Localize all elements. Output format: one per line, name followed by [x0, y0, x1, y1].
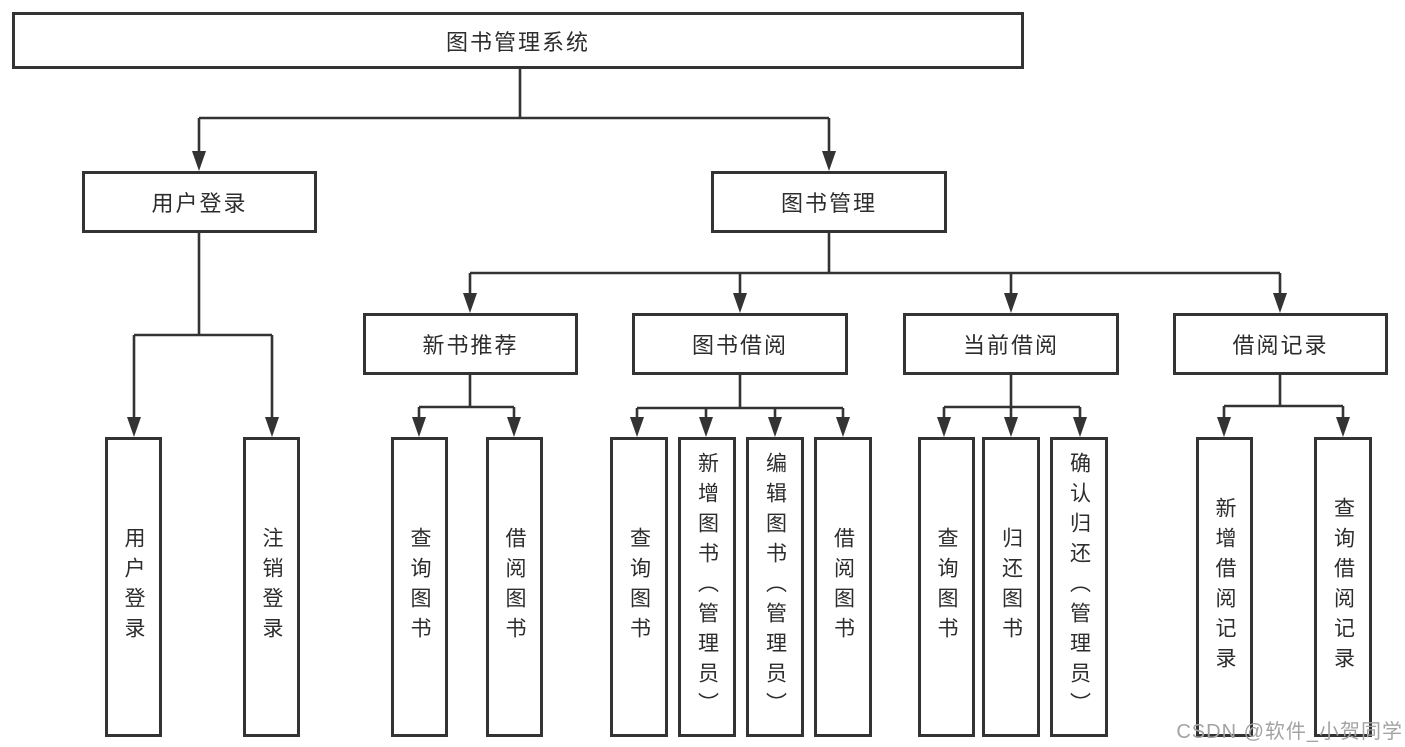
arrowhead-icon: [699, 417, 713, 437]
node-logout-leaf: 注销登录: [243, 437, 300, 737]
node-query-books-1: 查询图书: [391, 437, 448, 737]
arrowhead-icon: [1073, 417, 1087, 437]
arrowhead-icon: [733, 293, 747, 313]
node-new-book-recommend: 新书推荐: [363, 313, 578, 375]
node-book-borrowing: 图书借阅: [632, 313, 848, 375]
node-query-borrow-record: 查询借阅记录: [1314, 437, 1372, 737]
arrowhead-icon: [937, 417, 951, 437]
node-user-login-leaf: 用户登录: [105, 437, 162, 737]
arrowhead-icon: [1004, 293, 1018, 313]
arrowhead-icon: [412, 417, 426, 437]
arrowhead-icon: [768, 417, 782, 437]
arrowhead-icon: [1217, 417, 1231, 437]
arrowhead-icon: [127, 417, 141, 437]
arrowhead-icon: [822, 151, 836, 171]
arrowhead-icon: [1336, 417, 1350, 437]
node-borrow-books-1: 借阅图书: [486, 437, 543, 737]
node-book-management: 图书管理: [711, 171, 947, 233]
node-add-books-admin: 新增图书（管理员）: [678, 437, 736, 737]
node-library-management-system: 图书管理系统: [12, 12, 1024, 69]
node-add-borrow-record: 新增借阅记录: [1196, 437, 1253, 737]
node-borrowing-records: 借阅记录: [1173, 313, 1388, 375]
arrowhead-icon: [192, 151, 206, 171]
node-edit-books-admin: 编辑图书（管理员）: [746, 437, 804, 737]
node-user-login: 用户登录: [82, 171, 317, 233]
connector-arrows: [127, 118, 1350, 437]
arrowhead-icon: [265, 417, 279, 437]
arrowhead-icon: [630, 417, 644, 437]
node-return-books: 归还图书: [982, 437, 1040, 737]
node-current-borrowing: 当前借阅: [903, 313, 1119, 375]
node-query-books-3: 查询图书: [918, 437, 975, 737]
connector-spines: [134, 68, 1343, 410]
arrowhead-icon: [507, 417, 521, 437]
node-query-books-2: 查询图书: [610, 437, 668, 737]
csdn-watermark: CSDN @软件_小贺同学: [1176, 721, 1403, 743]
arrowhead-icon: [463, 293, 477, 313]
arrowhead-icon: [836, 417, 850, 437]
arrowhead-icon: [1004, 417, 1018, 437]
node-confirm-return-admin: 确认归还（管理员）: [1050, 437, 1108, 737]
arrowhead-icon: [1273, 293, 1287, 313]
node-borrow-books-2: 借阅图书: [814, 437, 872, 737]
